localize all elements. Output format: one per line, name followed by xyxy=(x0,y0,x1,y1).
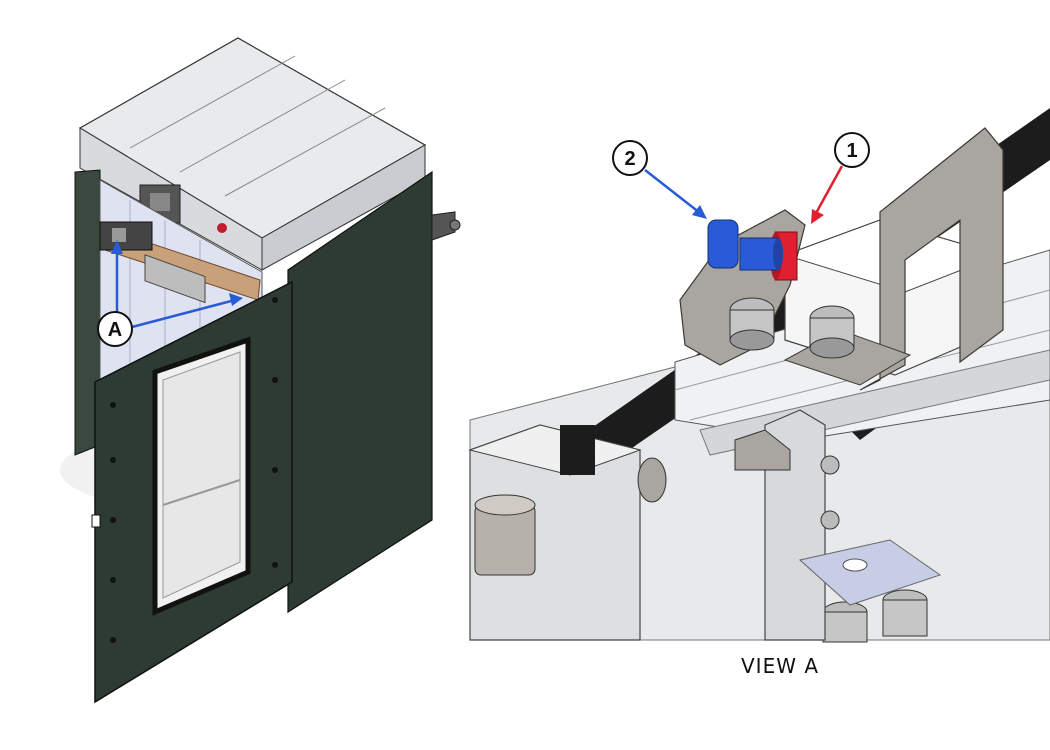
pin-blue-part-2 xyxy=(707,219,783,271)
door-screws xyxy=(110,297,278,643)
view-a-label: VIEW A xyxy=(740,654,820,678)
side-handle xyxy=(431,211,456,241)
door-latch xyxy=(91,514,101,528)
callout-a-label: A xyxy=(108,319,122,341)
callout-2-label: 2 xyxy=(624,148,635,170)
callout-a: A xyxy=(97,240,243,347)
callout-2: 2 xyxy=(612,140,707,219)
cap-screws xyxy=(729,297,928,643)
callout-1-label: 1 xyxy=(846,140,857,162)
detail-view-a: 1 2 xyxy=(468,108,1050,643)
interior-mechanism xyxy=(99,221,153,251)
enclosure-overview: A xyxy=(60,37,461,704)
red-indicator xyxy=(217,223,227,233)
l-bracket xyxy=(859,127,1004,391)
callout-1: 1 xyxy=(811,132,870,224)
